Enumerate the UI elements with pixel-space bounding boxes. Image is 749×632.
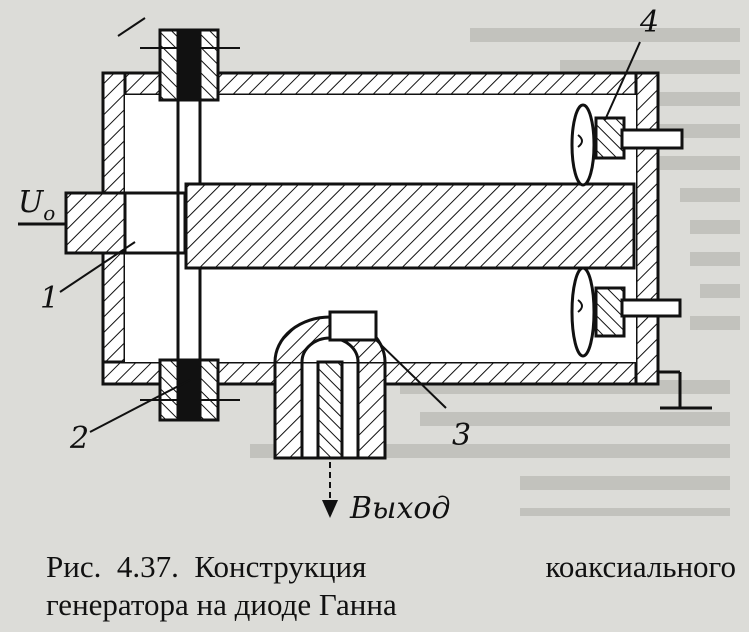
label-1: 1 <box>40 281 59 316</box>
left-input-boss <box>64 191 187 255</box>
center-conductor <box>184 182 636 270</box>
output-arrow-head <box>322 500 338 518</box>
ground-symbol <box>658 370 712 410</box>
caption-line2: генератора на диоде Ганна <box>46 587 397 622</box>
figure-caption: Рис. 4.37. Конструкция коаксиального ген… <box>46 548 736 624</box>
top-flange <box>140 28 240 102</box>
caption-prefix: Рис. 4.37. Конструкция <box>46 549 367 584</box>
bottom-flange <box>140 358 240 422</box>
coaxial-generator-diagram: Uo 1 2 3 4 Выход <box>18 5 712 526</box>
output-coupler <box>273 310 387 460</box>
u0-label: Uo <box>18 185 55 225</box>
caption-word2: коаксиального <box>545 549 736 584</box>
gunn-diode-upper-mount <box>570 103 684 187</box>
label-2: 2 <box>69 421 89 456</box>
leader-lines <box>59 17 641 433</box>
gunn-diode-lower-mount <box>570 266 682 358</box>
label-3: 3 <box>452 418 471 453</box>
output-label: Выход <box>349 491 450 526</box>
label-4: 4 <box>639 5 659 40</box>
